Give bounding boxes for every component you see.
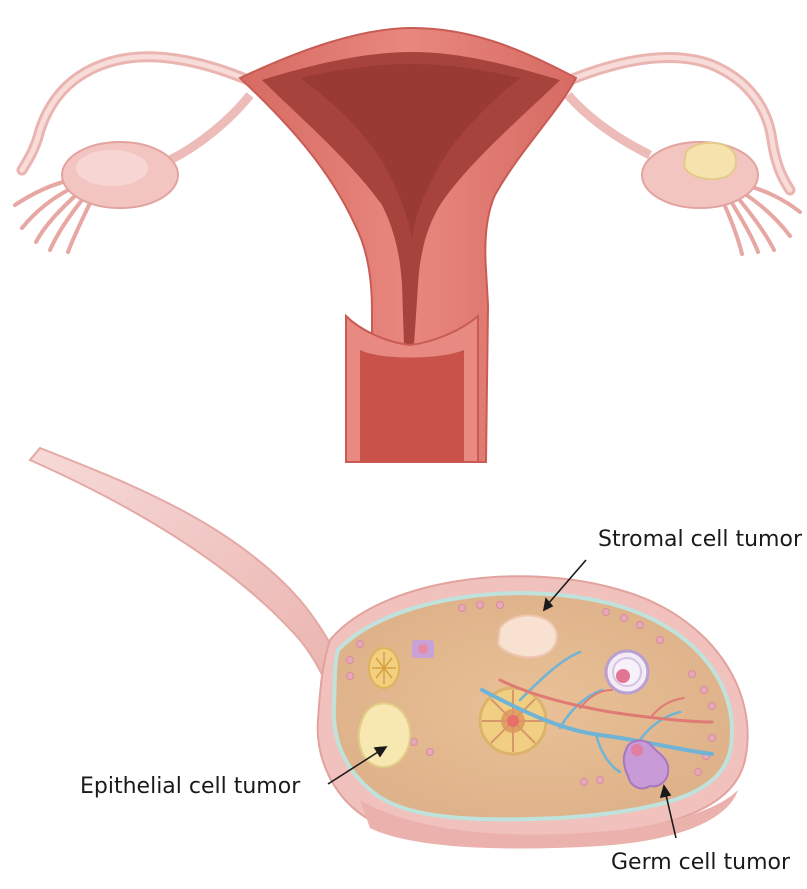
vaginal-canal [360, 350, 464, 462]
right-ovarian-ligament [568, 95, 650, 155]
stromal-tumor [498, 615, 557, 657]
ovarian-ligament [30, 448, 352, 712]
right-ovary-tumor [684, 143, 736, 180]
small-follicle [412, 640, 434, 658]
corpus-luteum [480, 688, 546, 754]
mature-follicle [606, 651, 648, 693]
left-ovarian-ligament [170, 95, 250, 160]
germ-cell-tumor-label: Germ cell tumor [611, 852, 790, 874]
epithelial-cell-tumor-label: Epithelial cell tumor [80, 776, 300, 798]
epithelial-tumor [359, 703, 410, 767]
corpus-left [369, 648, 399, 688]
stromal-cell-tumor-label: Stromal cell tumor [598, 529, 802, 551]
uterus-group [15, 28, 800, 462]
